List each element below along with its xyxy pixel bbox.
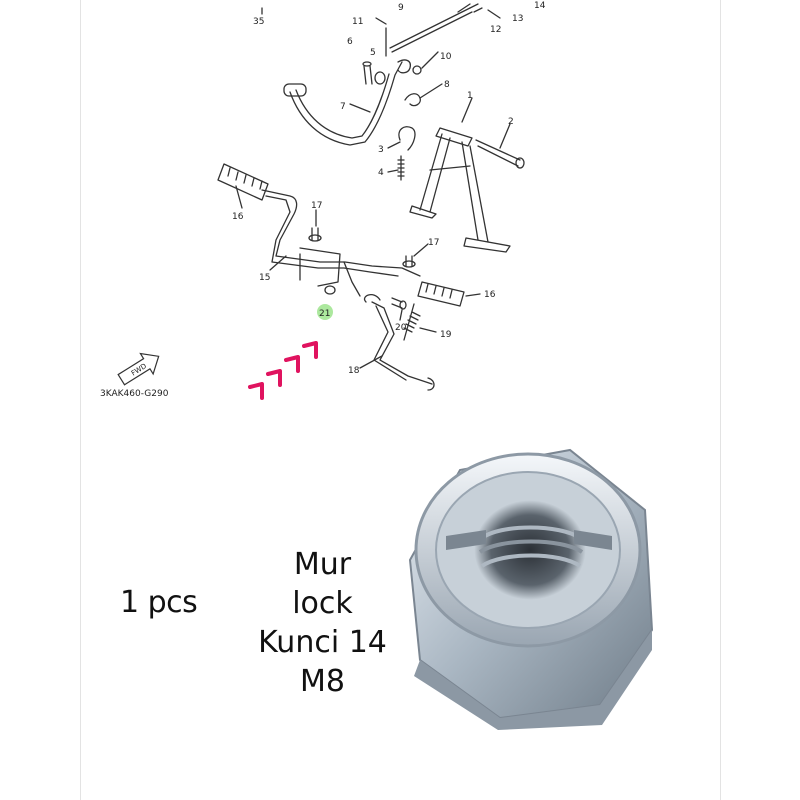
- callout-6: 6: [347, 37, 353, 47]
- callout-15: 15: [259, 273, 270, 283]
- brake-pedal-part: [289, 61, 403, 146]
- callout-4: 4: [378, 168, 384, 178]
- callout-2: 2: [508, 117, 514, 127]
- footrest-bracket-part: [261, 189, 421, 277]
- callout-17-lower: 17: [428, 238, 439, 248]
- callout-9: 9: [398, 3, 404, 13]
- callout-14: 14: [534, 1, 546, 11]
- callout-11: 11: [352, 17, 363, 27]
- callout-5: 5: [370, 48, 376, 58]
- callout-21: 21: [319, 309, 330, 319]
- rod-part: [389, 7, 473, 53]
- callout-1: 1: [467, 91, 473, 101]
- callout-10: 10: [440, 52, 452, 62]
- name-line-3: Kunci 14: [258, 625, 387, 660]
- parts-diagram: 35 9 13 14 11 12 6 5 10 8 7 1 2 3 4 16 1…: [117, 1, 546, 400]
- callout-13: 13: [512, 14, 523, 24]
- center-stand-part: [435, 127, 473, 147]
- callout-12: 12: [490, 25, 501, 35]
- callout-7: 7: [340, 102, 346, 112]
- name-line-4: M8: [300, 664, 345, 699]
- frame-border-right: [720, 0, 721, 800]
- name-line-1: Mur: [293, 547, 352, 582]
- part-21-highlight: [317, 304, 333, 320]
- product-description: Mur lock Kunci 14 M8: [250, 545, 395, 701]
- callout-3: 3: [378, 145, 384, 155]
- callout-35: 35: [253, 17, 264, 27]
- forward-arrow-icon: FWD: [117, 352, 160, 386]
- callout-18: 18: [348, 366, 360, 376]
- callout-8: 8: [444, 80, 450, 90]
- side-stand-part: [371, 301, 433, 385]
- name-line-2: lock: [292, 586, 353, 621]
- pointer-arrows: [248, 341, 318, 400]
- diagram-code: 3KAK460-G290: [100, 389, 169, 399]
- callout-20: 20: [395, 323, 407, 333]
- callout-17-upper: 17: [311, 201, 322, 211]
- quantity-label: 1 pcs: [120, 585, 198, 620]
- lock-nut-photo: [390, 440, 670, 730]
- callout-16-right: 16: [484, 290, 496, 300]
- callout-19: 19: [440, 330, 452, 340]
- frame-border-left: [80, 0, 81, 800]
- callout-16-left: 16: [232, 212, 244, 222]
